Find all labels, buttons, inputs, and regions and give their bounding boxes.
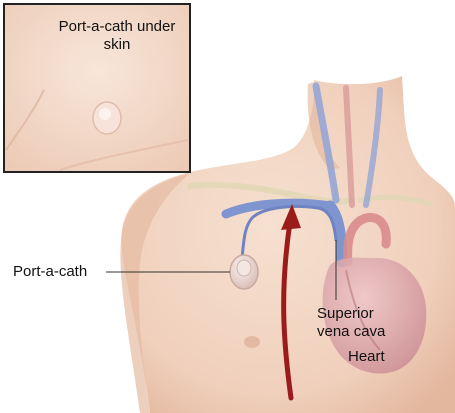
flow-arrow-shaft: [281, 219, 294, 401]
heart-label: Heart: [348, 348, 385, 365]
shoulder-shadow: [120, 173, 190, 413]
subclavian-vein: [221, 198, 335, 219]
inset-chest-contour: [59, 139, 189, 171]
neck-vein-right: [363, 87, 383, 208]
inset-shoulder-contour: [5, 89, 45, 151]
catheter-tube: [240, 204, 338, 260]
superior-vena-cava: [324, 200, 348, 268]
flow-arrow-head: [281, 204, 301, 230]
port-a-cath-label: Port-a-cath: [13, 263, 88, 280]
inset-label: Port-a-cath under skin: [58, 18, 176, 53]
carotid-artery: [343, 85, 355, 208]
svc-label-line-2: vena cava: [317, 323, 386, 340]
superior-vena-cava-label: Superior vena cava: [317, 305, 385, 341]
heart-vessel-line: [345, 269, 381, 351]
inset-frame: [3, 3, 191, 173]
jugular-vein: [312, 82, 340, 204]
heart-shape: [322, 257, 427, 374]
svc-label-line-1: Superior: [317, 305, 374, 322]
port-septum: [236, 259, 252, 277]
inset-port-highlight: [99, 108, 111, 120]
nipple: [244, 336, 260, 348]
aorta: [343, 213, 391, 267]
